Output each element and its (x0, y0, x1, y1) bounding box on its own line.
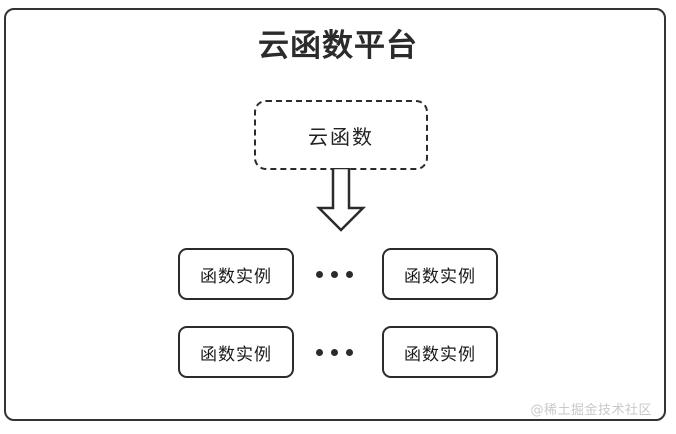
ellipsis-dot (330, 270, 338, 278)
ellipsis-dot (330, 348, 338, 356)
ellipsis-dot (345, 348, 353, 356)
cloud-function-node: 云函数 (254, 100, 428, 170)
watermark: @稀土掘金技术社区 (530, 403, 652, 418)
page-title: 云函数平台 (258, 28, 418, 64)
down-arrow-icon (311, 166, 371, 232)
function-instance-label: 函数实例 (200, 266, 272, 287)
function-instance-box[interactable]: 函数实例 (178, 326, 294, 378)
cloud-function-label: 云函数 (308, 124, 374, 149)
ellipsis-dot (315, 348, 323, 356)
function-instance-box[interactable]: 函数实例 (382, 248, 498, 300)
function-instance-box[interactable]: 函数实例 (178, 248, 294, 300)
ellipsis-indicator: ... (294, 348, 382, 356)
function-instance-label: 函数实例 (200, 344, 272, 365)
function-instance-box[interactable]: 函数实例 (382, 326, 498, 378)
function-instance-grid: 函数实例 ... 函数实例 函数实例 ... 函数 (0, 248, 676, 404)
ellipsis-indicator: ... (294, 270, 382, 278)
ellipsis-dot (315, 270, 323, 278)
function-instance-label: 函数实例 (404, 344, 476, 365)
instance-row: 函数实例 ... 函数实例 (0, 326, 676, 378)
instance-row: 函数实例 ... 函数实例 (0, 248, 676, 300)
ellipsis-dot (345, 270, 353, 278)
function-instance-label: 函数实例 (404, 266, 476, 287)
